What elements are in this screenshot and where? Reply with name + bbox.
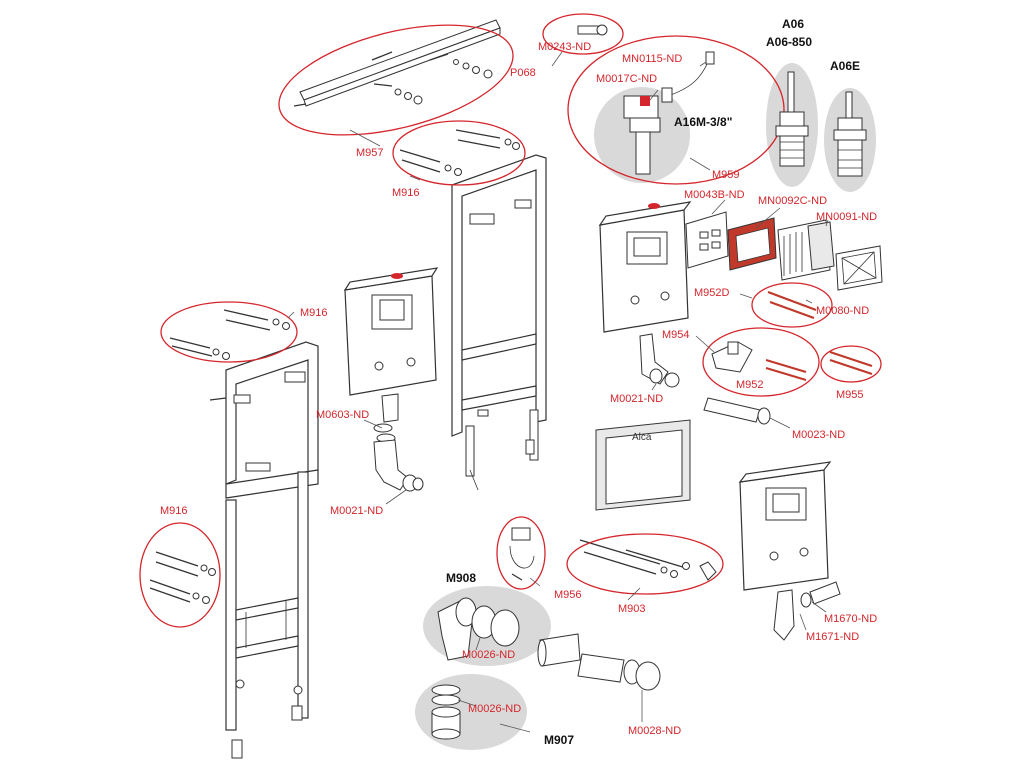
label-m903: M903 [618,603,646,615]
m0043b-frame-plate [685,211,729,269]
label-m916-top: M916 [392,187,420,199]
label-m0043b: M0043B-ND [684,189,745,201]
flush-button-right [648,203,660,209]
mn0091-mount-box [777,219,835,281]
label-m0021-left: M0021-ND [330,505,383,517]
label-m0017c: M0017C-ND [596,73,657,85]
middle-mounting-frame [451,154,547,491]
label-a06-850: A06-850 [766,35,812,49]
label-m955: M955 [836,389,864,401]
left-mounting-frame [209,341,319,759]
m903-rod-set [579,539,717,581]
m0243-bolt [577,24,608,36]
m952d-rods [767,290,817,320]
cistern-right [598,201,692,385]
m952d-callout-ring [751,282,833,328]
cistern-left [343,267,439,423]
drain-tube-right [649,368,771,425]
m954-lever [711,341,753,373]
label-mn0115: MN0115-ND [622,53,682,65]
m952-rods [765,358,807,382]
m959-fill-valve [623,51,715,175]
m0243-callout-ring [542,13,624,55]
label-m0021-right: M0021-ND [610,393,663,405]
label-m916-low: M916 [160,505,188,517]
cover-panel-box: Alca [595,419,691,511]
label-m0026-lower: M0026-ND [468,703,521,715]
label-p068: P068 [510,67,536,79]
label-m959: M959 [712,169,740,181]
label-m0603: M0603-ND [316,409,369,421]
m916-bolt-set-low [149,551,216,604]
a06-flush-valve [775,71,809,167]
drain-elbow-left [373,423,424,492]
label-m0023: M0023-ND [792,429,845,441]
label-m0028: M0028-ND [628,725,681,737]
label-m952d: M952D [694,287,730,299]
label-m908: M908 [446,571,476,585]
m955-rods [829,350,873,376]
m957-callout-ring [278,24,514,136]
m952-m954-callout-ring [702,327,820,397]
m908-elbow [437,597,520,661]
label-m957: M957 [356,147,384,159]
label-m1670: M1670-ND [824,613,877,625]
m0080-cover-plate [835,245,883,291]
m916-top-callout-ring [392,120,526,186]
label-mn0092c: MN0092C-ND [758,195,827,207]
m957-bar-assembly [293,19,501,107]
flush-button-left [391,273,403,279]
label-m1671: M1671-ND [806,631,859,643]
label-m0080: M0080-ND [816,305,869,317]
a06e-flush-valve [833,91,867,177]
brand-label: Alca [632,432,652,443]
label-a06e: A06E [830,59,860,73]
m956-callout-ring [496,516,546,590]
m956-clamp [509,527,535,581]
m916-bolt-set-top [399,129,520,176]
m959-callout-ring [567,35,785,185]
m916-bolt-set-left [169,309,290,360]
label-m0243: M0243-ND [538,41,591,53]
m916-low-callout-ring [139,522,221,628]
label-m907: M907 [544,733,574,747]
label-a06: A06 [782,17,804,31]
cistern-lower-right [738,461,841,641]
mn0092c-red-frame [727,217,777,271]
m903-callout-ring [566,533,724,595]
label-mn0091: MN0091-ND [816,211,877,223]
m907-connector [431,684,461,740]
label-m916-left: M916 [300,307,328,319]
label-m956: M956 [554,589,582,601]
label-m952: M952 [736,379,764,391]
callout-labels: M0243-ND P068 M957 M916 M916 M916 MN0115… [160,17,877,747]
label-m954: M954 [662,329,690,341]
label-a16m: A16M-3/8" [674,115,732,129]
m0028-tube [537,633,661,691]
leader-lines [287,51,829,733]
label-m0026-upper: M0026-ND [462,649,515,661]
m916-left-callout-ring [160,301,298,363]
m955-callout-ring [820,345,882,383]
